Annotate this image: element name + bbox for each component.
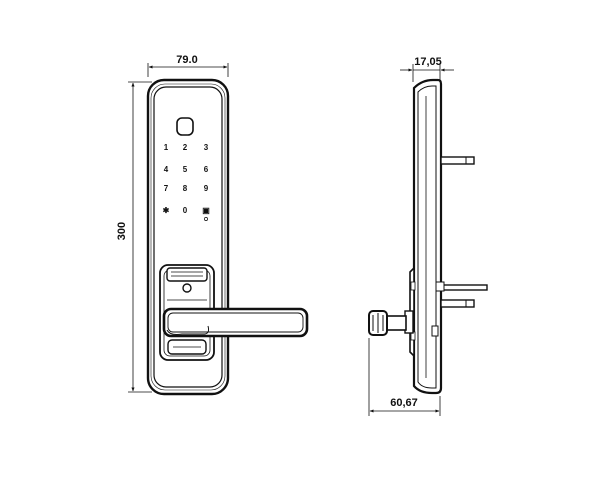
lock-body-inner bbox=[153, 86, 223, 388]
keypad-key[interactable]: 0 bbox=[183, 206, 188, 215]
keypad-key[interactable]: 5 bbox=[183, 165, 188, 174]
keypad-indicator-icon bbox=[204, 217, 208, 221]
keypad-key[interactable]: 2 bbox=[183, 143, 188, 152]
side-profile-outer bbox=[412, 78, 443, 395]
front-height-label: 300 bbox=[116, 222, 128, 240]
keypad-key[interactable]: 6 bbox=[204, 165, 209, 174]
keypad-key[interactable]: 9 bbox=[204, 184, 209, 193]
keypad-key[interactable]: 3 bbox=[204, 143, 209, 152]
side-mechanism bbox=[404, 266, 439, 358]
side-profile-inner bbox=[417, 85, 437, 389]
keypad-key[interactable]: 7 bbox=[164, 184, 169, 193]
door-handle[interactable] bbox=[162, 307, 309, 338]
side-thickness-label: 17,05 bbox=[414, 56, 442, 68]
spindle-rods bbox=[435, 156, 488, 308]
keypad-key[interactable]: ✱ bbox=[163, 206, 170, 215]
front-width-dimension: 79.0 bbox=[147, 54, 229, 77]
front-height-dimension: 300 bbox=[116, 81, 152, 393]
lock-body-rim bbox=[150, 83, 226, 391]
keypad-key[interactable]: ▣ bbox=[202, 206, 210, 215]
keypad-key[interactable]: 4 bbox=[164, 165, 169, 174]
front-view: 79.0 300 1 2 3 4 5 6 7 8 9 ✱ 0 ▣ bbox=[116, 54, 309, 396]
keyhole-icon bbox=[182, 283, 192, 293]
side-handle bbox=[368, 310, 407, 336]
side-thickness-dimension: 17,05 bbox=[400, 56, 454, 82]
keypad-key[interactable]: 8 bbox=[183, 184, 188, 193]
fingerprint-sensor-icon[interactable] bbox=[176, 117, 194, 136]
key-cover[interactable] bbox=[166, 267, 208, 282]
keypad: 1 2 3 4 5 6 7 8 9 ✱ 0 ▣ bbox=[163, 143, 210, 221]
side-view: 17,05 bbox=[368, 56, 488, 416]
front-width-label: 79.0 bbox=[176, 54, 197, 66]
keypad-key[interactable]: 1 bbox=[164, 143, 169, 152]
side-depth-label: 60,67 bbox=[390, 397, 418, 409]
side-depth-dimension: 60,67 bbox=[368, 338, 441, 416]
